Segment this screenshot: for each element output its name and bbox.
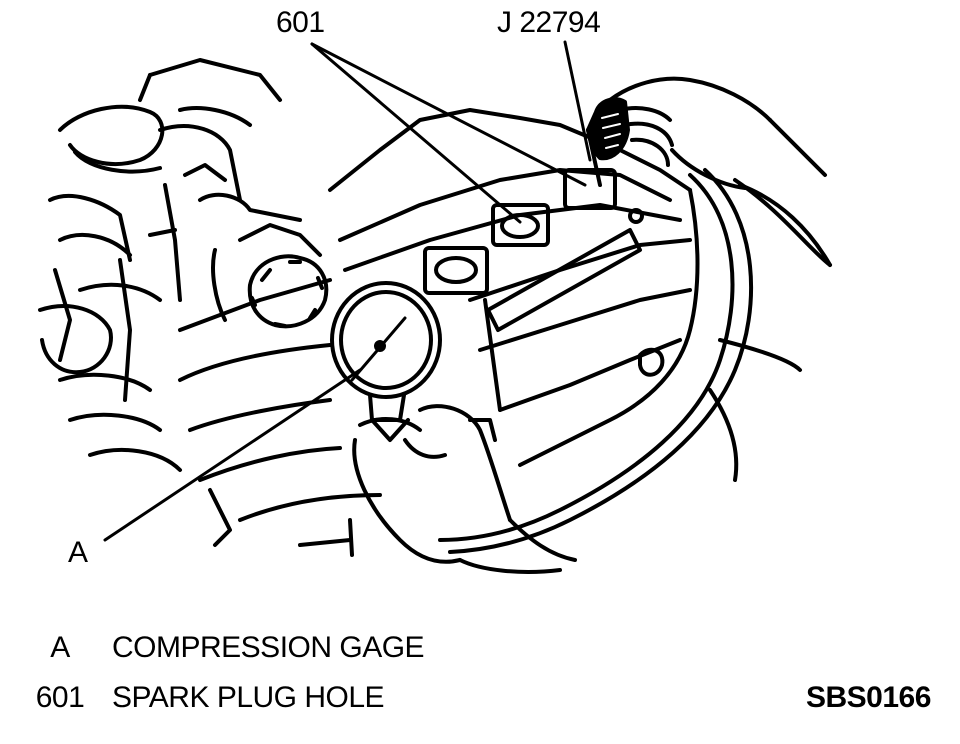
leader-j22794 — [563, 40, 592, 162]
intake-manifold — [178, 278, 382, 557]
callout-label-601: 601 — [276, 6, 325, 39]
callout-label-a: A — [68, 536, 88, 569]
callout-label-j22794: J 22794 — [497, 6, 601, 39]
leader-a-gage — [103, 368, 362, 542]
legend-description: COMPRESSION GAGE — [112, 631, 425, 664]
cam-cover — [328, 108, 700, 467]
leader-601-to-plug-hole — [310, 42, 522, 224]
lower-hand — [352, 404, 577, 574]
leader-lines — [103, 40, 592, 542]
figure-code: SBS0166 — [806, 681, 931, 714]
leader-601-to-tool-hole — [310, 42, 587, 187]
legend-key: A — [50, 631, 70, 664]
legend-key: 601 — [35, 681, 85, 714]
tool-j22794 — [586, 97, 630, 187]
engine-left-parts — [38, 58, 322, 547]
legend-description: SPARK PLUG HOLE — [112, 681, 385, 714]
upper-hand — [608, 76, 832, 267]
gasket-arc — [438, 168, 832, 554]
compression-gage — [330, 281, 442, 442]
